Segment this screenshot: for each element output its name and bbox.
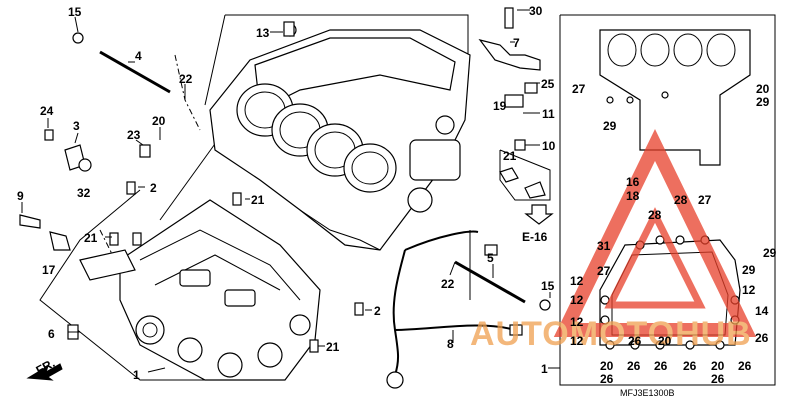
- frame-lines: [39, 14, 776, 386]
- callout-12-e: 12: [570, 334, 584, 348]
- reference-arrow: [524, 204, 554, 225]
- callout-27-b: 27: [698, 193, 712, 207]
- callout-7: 7: [513, 36, 520, 50]
- lower-crankcase: [79, 199, 321, 381]
- callout-23: 23: [127, 128, 141, 142]
- callout-20-right: 20: [756, 82, 770, 96]
- callout-21-right: 21: [503, 149, 517, 163]
- callout-26-e: 26: [683, 359, 697, 373]
- callout-28-a: 28: [648, 208, 662, 222]
- callout-22-top: 22: [179, 72, 193, 86]
- callout-29-b: 29: [603, 119, 617, 133]
- callout-18: 18: [626, 189, 640, 203]
- callout-22-bottom: 22: [441, 277, 455, 291]
- callout-20-e: 20: [658, 334, 672, 348]
- watermark-text: AUTOMOTOHUB: [470, 315, 752, 353]
- callout-26-b: 26: [600, 372, 614, 386]
- callout-21-bottom: 21: [326, 340, 340, 354]
- callout-13: 13: [256, 26, 270, 40]
- callout-27-a: 27: [572, 82, 586, 96]
- callout-24: 24: [40, 104, 54, 118]
- callout-29-a: 29: [756, 95, 770, 109]
- callout-28-b: 28: [674, 193, 688, 207]
- callout-12-b: 12: [742, 283, 756, 297]
- callout-10: 10: [542, 139, 556, 153]
- callout-21-left: 21: [84, 231, 98, 245]
- callout-26-d: 26: [654, 359, 668, 373]
- callout-5: 5: [487, 251, 494, 265]
- callout-8: 8: [447, 337, 454, 351]
- callout-1-right: 1: [541, 362, 548, 376]
- callout-20-b2: 20: [711, 359, 725, 373]
- callout-16: 16: [626, 175, 640, 189]
- diagram-code: MFJ3E1300B: [620, 388, 675, 398]
- watermark: AUTOMOTOHUB: [470, 128, 757, 353]
- callout-17: 17: [42, 263, 56, 277]
- callout-25: 25: [541, 77, 555, 91]
- callouts: 15 4 22 13 30 7 25 19 11 10 24 3 23 20 3…: [17, 4, 777, 398]
- callout-9: 9: [17, 189, 24, 203]
- callout-20-left: 20: [152, 114, 166, 128]
- callout-11: 11: [542, 107, 555, 121]
- callout-6: 6: [48, 327, 55, 341]
- callout-27-c: 27: [597, 264, 611, 278]
- callout-26-f: 26: [711, 372, 725, 386]
- callout-26-c: 26: [627, 359, 641, 373]
- front-arrow: [26, 363, 63, 381]
- callout-12-c: 12: [570, 293, 584, 307]
- callout-2-bottom: 2: [374, 304, 381, 318]
- leader-lines: [21, 9, 560, 373]
- callout-21-top: 21: [251, 193, 265, 207]
- callout-15-bottom: 15: [541, 279, 555, 293]
- callout-29-d: 29: [742, 263, 756, 277]
- callout-26-h: 26: [628, 334, 642, 348]
- callout-14: 14: [755, 304, 769, 318]
- callout-30: 30: [529, 4, 543, 18]
- callout-15-top: 15: [68, 5, 82, 19]
- callout-1-left: 1: [133, 368, 140, 382]
- callout-26-g: 26: [738, 359, 752, 373]
- callout-19: 19: [493, 99, 507, 113]
- callout-12-d: 12: [570, 315, 584, 329]
- callout-2-top: 2: [150, 181, 157, 195]
- callout-32: 32: [77, 186, 91, 200]
- callout-29-c: 29: [763, 246, 777, 260]
- callout-26-a: 26: [755, 331, 769, 345]
- callout-4: 4: [135, 49, 142, 63]
- reference-e16: E-16: [522, 230, 548, 244]
- callout-20-b1: 20: [600, 359, 614, 373]
- callout-12-a: 12: [570, 274, 584, 288]
- callout-3: 3: [73, 119, 80, 133]
- upper-crankcase: [209, 23, 471, 251]
- callout-31: 31: [597, 239, 611, 253]
